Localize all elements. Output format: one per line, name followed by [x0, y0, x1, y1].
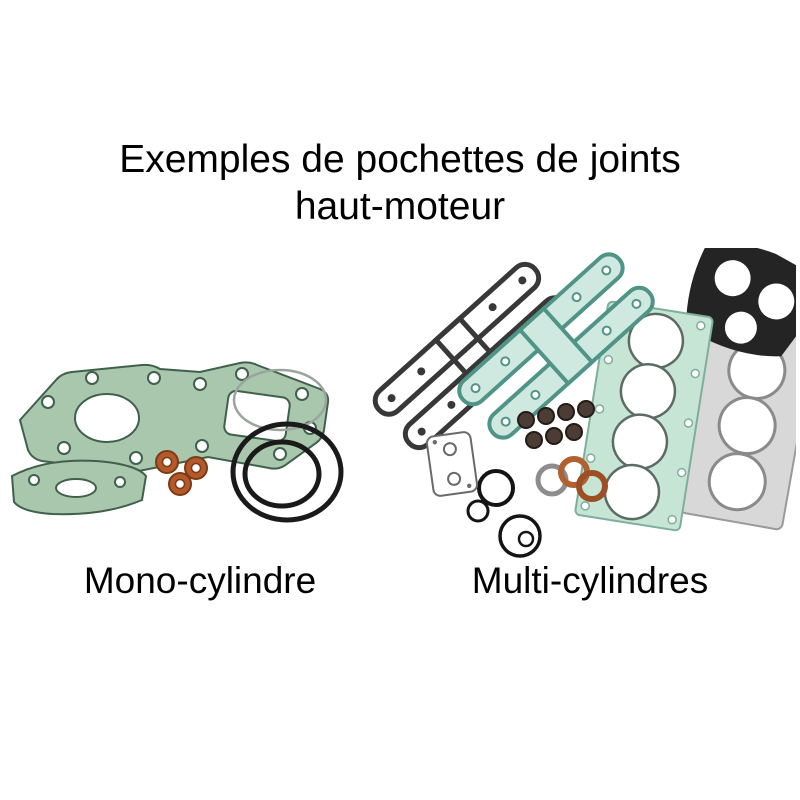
large-o-rings: [230, 421, 344, 523]
valve-cover-gasket-teal: [457, 252, 655, 440]
mono-cylinder-photo: [4, 356, 344, 556]
page-title: Exemples de pochettes de joints haut-mot…: [0, 136, 800, 230]
multi-gasket-kit-illustration: [372, 248, 796, 558]
valve-stem-seals: [517, 400, 595, 449]
multi-cylinder-caption: Multi-cylindres: [471, 560, 709, 601]
cam-cover-gasket-black: [686, 248, 796, 357]
small-port-gasket: [425, 431, 479, 497]
exhaust-gasket: [10, 459, 148, 516]
base-gasket: [18, 361, 330, 474]
copper-washers: [155, 450, 208, 496]
sealing-rings: [535, 456, 608, 502]
o-rings: [466, 469, 515, 523]
title-line-2: haut-moteur: [294, 185, 506, 228]
oil-seal: [498, 514, 542, 558]
multi-cylinder-photo: [344, 248, 796, 564]
title-line-1: Exemples de pochettes de joints: [119, 138, 681, 181]
thin-metal-ring: [232, 368, 328, 432]
mono-gasket-kit-illustration: [10, 361, 344, 523]
mono-cylinder-caption: Mono-cylindre: [83, 560, 317, 601]
head-gasket-mint: [574, 300, 714, 532]
